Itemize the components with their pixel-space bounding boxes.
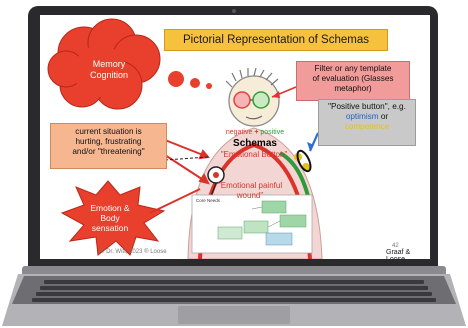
sensation-text: sensation (91, 223, 129, 233)
filter-note-line2: of evaluation (Glasses (312, 74, 394, 83)
competence-text: competence (344, 122, 390, 131)
laptop-hinge (22, 266, 446, 276)
core-needs-title: Core Needs (196, 198, 221, 203)
webcam-icon (232, 9, 236, 13)
painful-wound-label: "Emotional painful wound" (200, 181, 300, 201)
positive-button (294, 132, 320, 173)
cognition-text: Cognition (89, 70, 129, 80)
memory-cloud-label: Memory Cognition (74, 59, 144, 81)
wound-line2: wound" (236, 191, 264, 200)
situation-note: current situation is hurting, frustratin… (50, 123, 167, 169)
stick-figure-head (225, 67, 280, 127)
footer-copyright: © Dr. Witt, 2023 ® Loose (100, 249, 167, 255)
positive-text: positive (260, 129, 285, 136)
glasses-left-lens (233, 91, 251, 109)
situation-arrows (164, 139, 210, 185)
positive-note-line1: "Positive button", e.g. (328, 102, 406, 111)
filter-note-line3: metaphor) (334, 84, 372, 93)
positive-note-joiner: or (378, 112, 389, 121)
positive-button-note: "Positive button", e.g. optimism or comp… (318, 99, 416, 146)
schemas-label: Schemas (233, 138, 277, 149)
situation-note-line2: hurting, frustrating (75, 137, 142, 146)
presentation-slide: Pictorial Representation of Schemas Memo… (40, 15, 430, 259)
slide-title: Pictorial Representation of Schemas (164, 29, 388, 51)
memory-text: Memory (92, 59, 126, 69)
emotion-text: Emotion & (90, 203, 130, 213)
situation-note-line3: and/or "threatening" (72, 147, 145, 156)
optimism-text: optimism (345, 112, 379, 121)
plus-text: + (254, 129, 259, 136)
page-number: 42 (392, 243, 399, 249)
glasses-right-lens (252, 91, 270, 109)
keyboard (32, 280, 436, 302)
thought-bubbles (168, 71, 212, 89)
slide-graphics (47, 18, 323, 259)
filter-note: Filter or any template of evaluation (Gl… (296, 61, 410, 101)
memory-cloud (47, 18, 161, 110)
emotion-burst (60, 180, 166, 256)
emotion-burst-label: Emotion & Body sensation (78, 203, 142, 233)
trackpad (178, 306, 290, 324)
credit-text: Graaf & Loose (386, 249, 411, 259)
valence-label: negative + positive (210, 128, 300, 137)
body-text: Body (100, 213, 120, 223)
core-needs-diagram (191, 194, 313, 254)
situation-note-line1: current situation is (75, 127, 142, 136)
emotional-button-label: "Emotional Button" (220, 150, 288, 159)
filter-note-line1: Filter or any template (314, 64, 392, 73)
wound-line1: "Emotional painful (217, 181, 283, 190)
negative-text: negative (225, 129, 253, 136)
